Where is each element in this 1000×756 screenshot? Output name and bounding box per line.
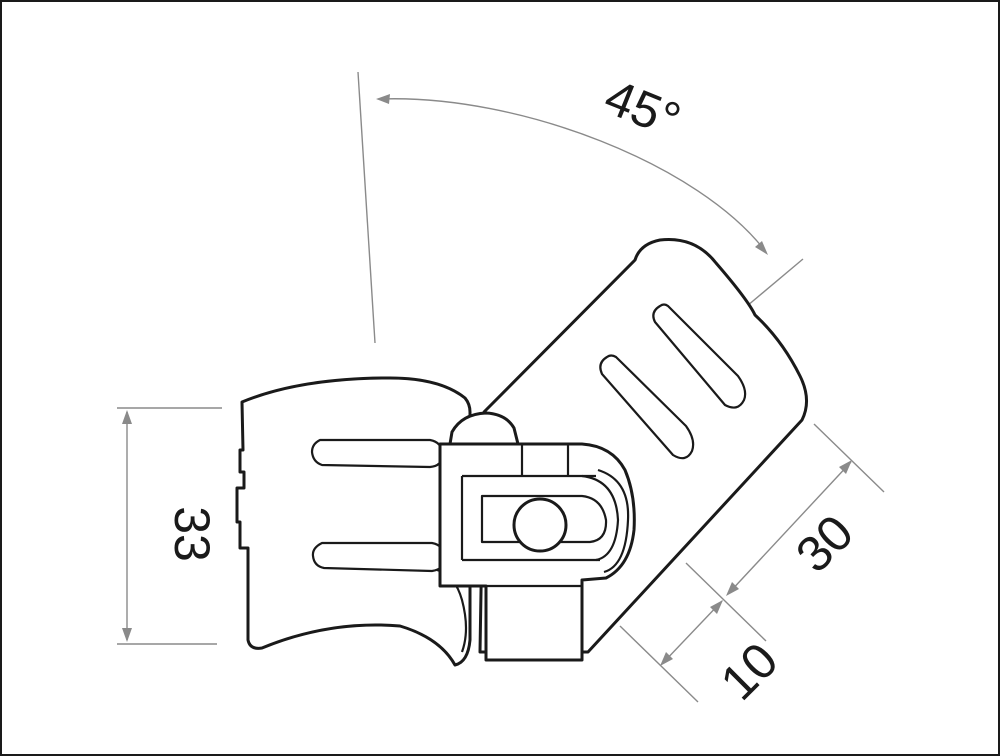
pivot-bolt (512, 497, 568, 553)
height-arrow-top (122, 410, 132, 424)
width-30-arrow-start (839, 460, 852, 474)
width-dimension-line-30 (727, 461, 852, 595)
width-extension-1 (813, 423, 885, 493)
straight-clamp (235, 376, 472, 667)
angle-extension-line (746, 258, 804, 307)
hinge-knuckle (448, 411, 520, 446)
hinge-block (438, 411, 636, 662)
hinge-rim-outer (597, 468, 630, 574)
angle-label: 45° (597, 68, 688, 148)
angled-clamp-slot-lower (599, 354, 695, 460)
width-10-arrow-start (710, 600, 723, 614)
height-arrow-bottom (122, 628, 132, 642)
angle-arrow-end (755, 241, 768, 255)
width-dimension-line-10 (661, 600, 723, 665)
width-10-arrow-end (660, 652, 673, 666)
height-dimension: 33 (117, 407, 222, 645)
width-extension-3 (619, 625, 699, 703)
hinge-rim-inner (581, 474, 620, 562)
width-label-10: 10 (710, 632, 789, 711)
angle-reference-line (357, 71, 376, 344)
angle-arrow-start (376, 94, 390, 104)
angled-clamp-slot-upper (652, 303, 747, 409)
angle-arc (379, 98, 767, 253)
width-30-arrow-end (726, 582, 739, 596)
height-label: 33 (164, 506, 220, 562)
width-label-30: 30 (785, 504, 864, 583)
straight-clamp-body (235, 376, 472, 667)
width-extension-2 (685, 562, 767, 642)
hinge-slot (480, 494, 608, 544)
